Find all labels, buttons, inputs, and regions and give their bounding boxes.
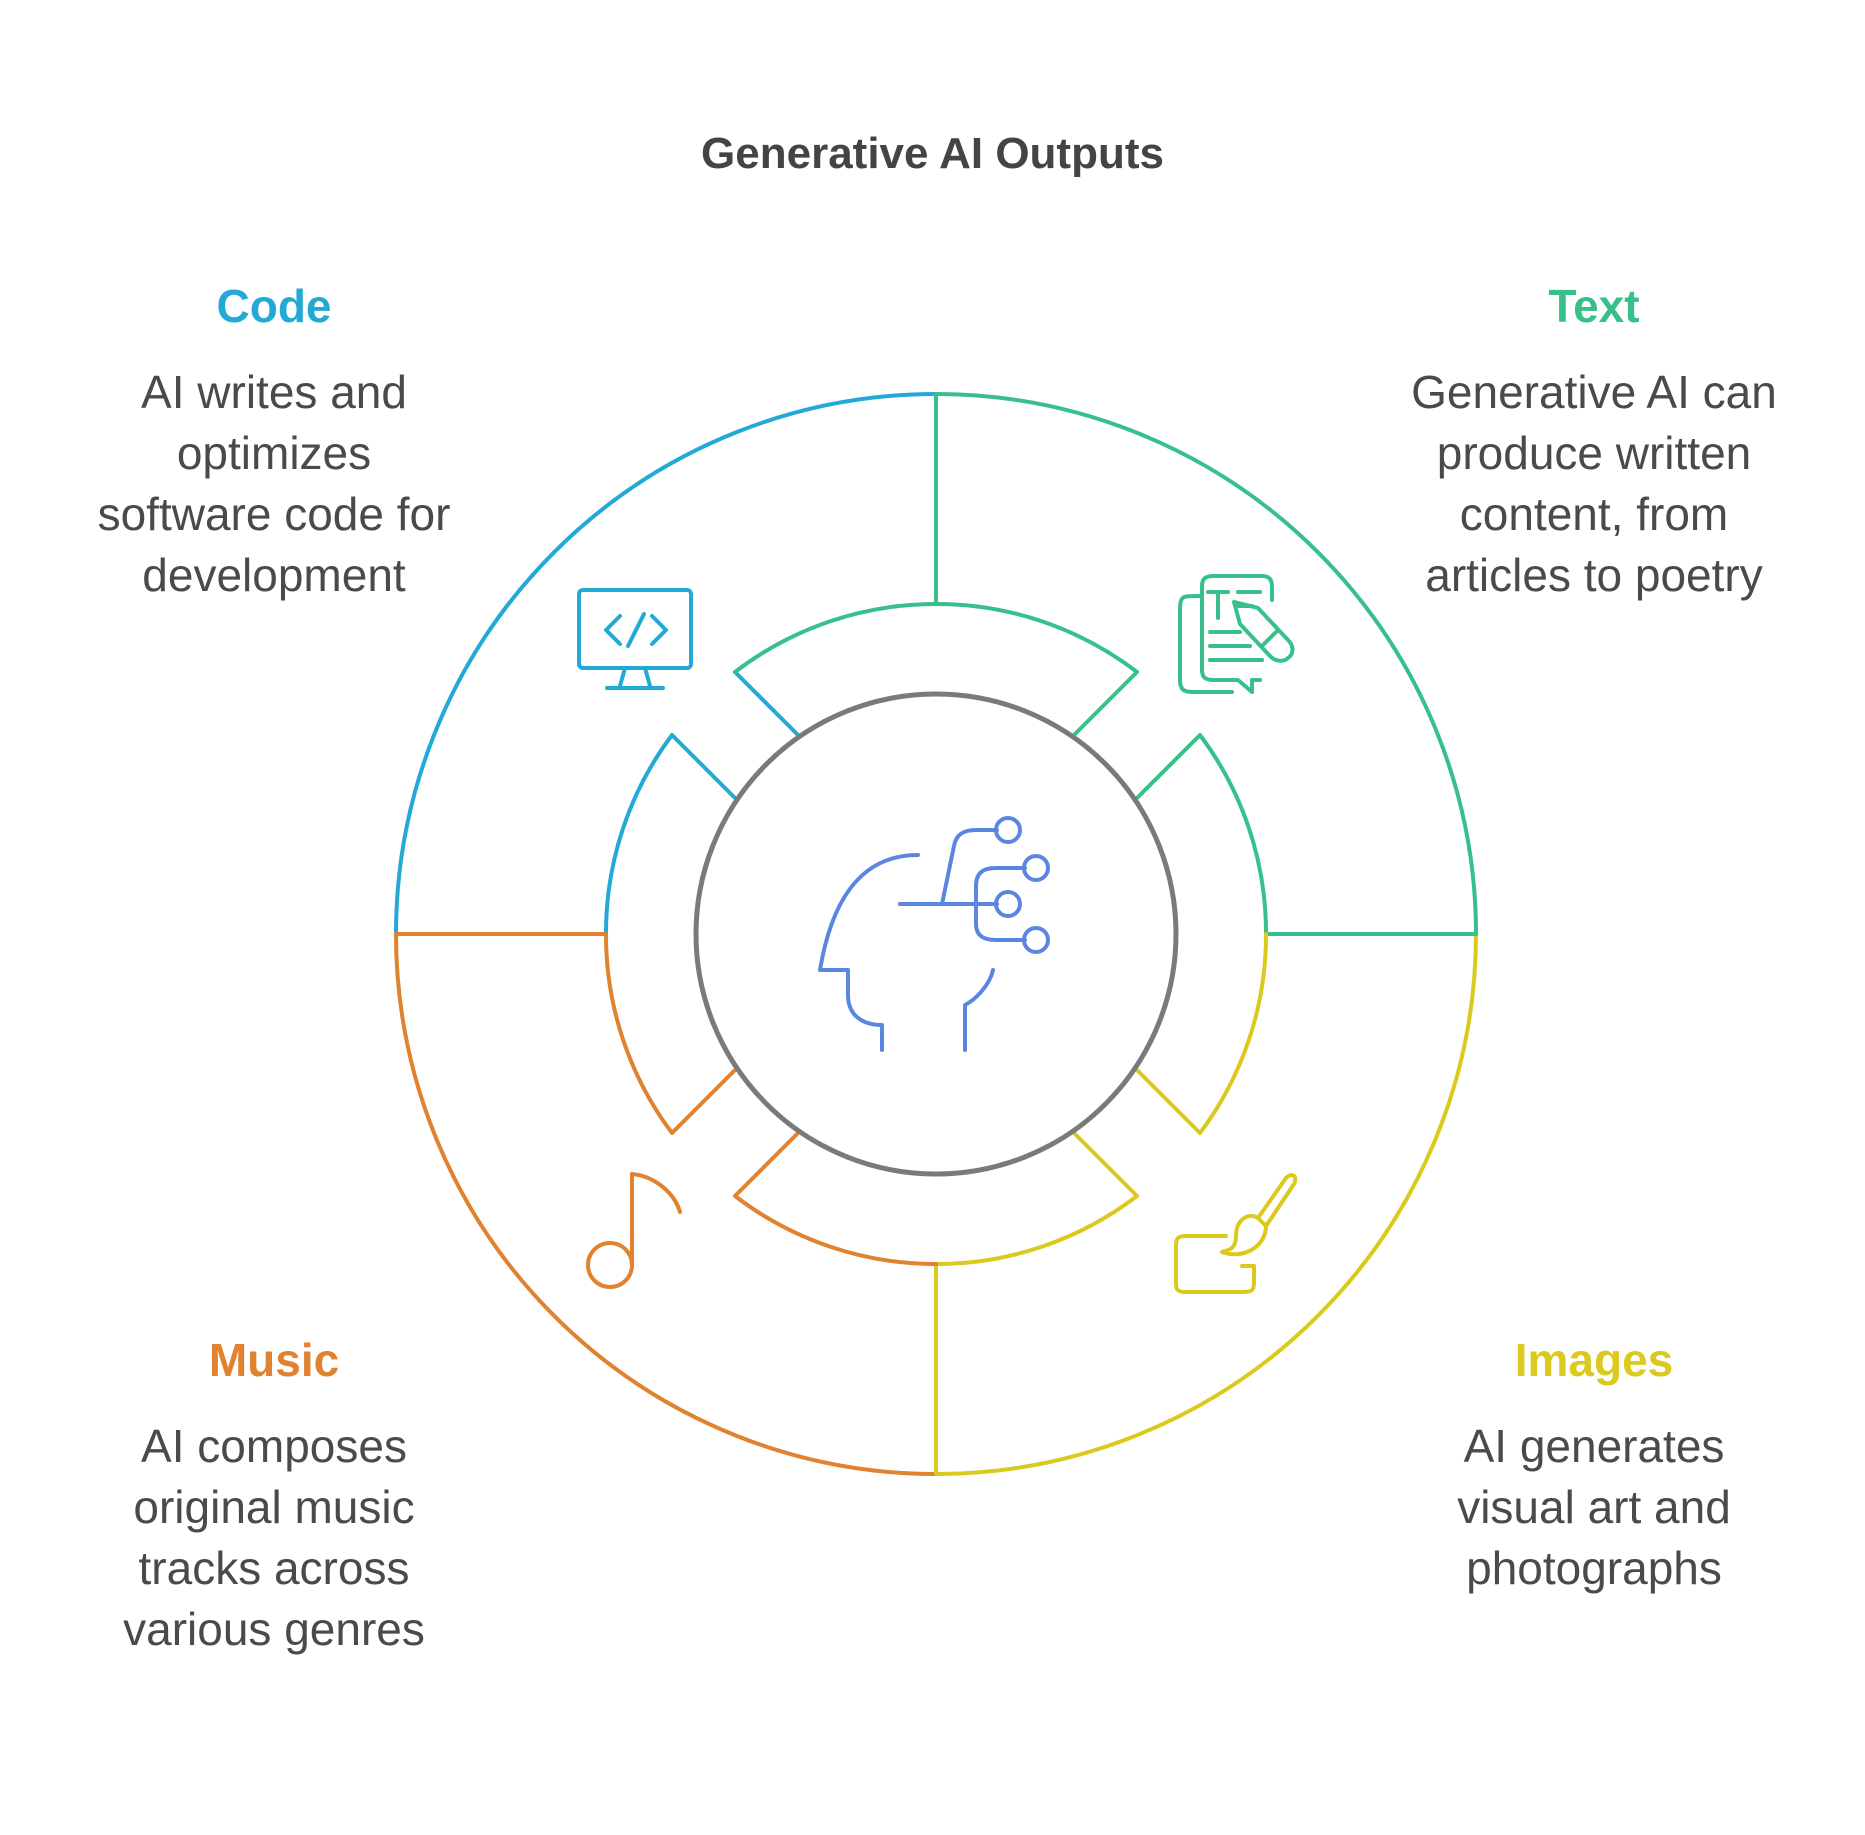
outer-arc-music (394, 932, 938, 1476)
inner-segment-music-left (603, 932, 737, 1135)
images-title: Images (1514, 1334, 1674, 1386)
inner-segment-images-right (1135, 932, 1269, 1135)
diagram-title: Generative AI Outputs (701, 129, 1164, 178)
code-title: Code (216, 280, 332, 332)
inner-segment-text-top (733, 601, 1139, 737)
inner-segment-code-top (733, 670, 800, 737)
images-description: AI generates visual art and photographs (1457, 1420, 1731, 1594)
text-description: Generative AI can produce written conten… (1411, 366, 1777, 601)
inner-segment-code-left (603, 733, 737, 936)
inner-segment-text-right (1135, 733, 1269, 936)
outer-arc-images (934, 932, 1478, 1476)
music-description: AI composes original music tracks across… (123, 1420, 425, 1655)
monitor-code-icon (577, 588, 693, 690)
music-title: Music (208, 1334, 340, 1386)
document-pencil-icon (1178, 574, 1295, 694)
inner-segment-images-bottom (934, 1131, 1139, 1267)
code-description: AI writes and optimizes software code fo… (97, 366, 451, 601)
inner-segment-music-bottom (733, 1131, 938, 1267)
music-note-icon (586, 1172, 682, 1289)
paintbrush-canvas-icon (1174, 1173, 1298, 1294)
text-title: Text (1548, 280, 1640, 332)
center-circle (693, 691, 1179, 1177)
outer-arc-code (394, 392, 938, 936)
outer-arc-text (934, 392, 1478, 936)
ai-head-circuit-icon (818, 816, 1050, 1052)
